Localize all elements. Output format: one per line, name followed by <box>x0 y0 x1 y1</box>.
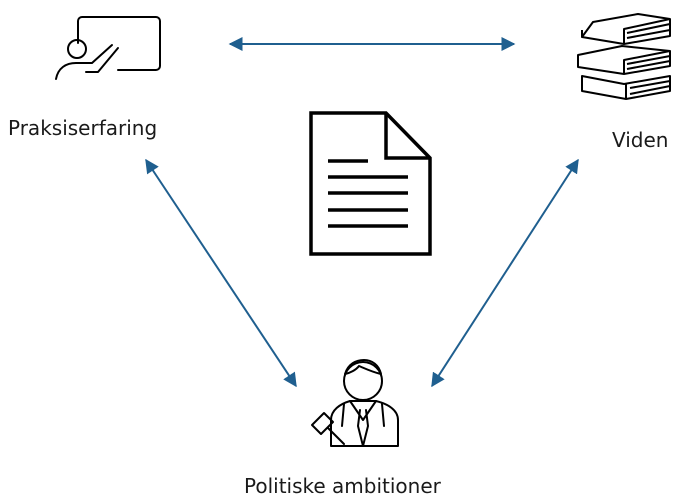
arrow-practice-politics <box>145 158 297 388</box>
practice-label: Praksiserfaring <box>8 116 158 140</box>
stack-of-books-icon <box>577 13 671 100</box>
politics-label: Politiske ambitioner <box>244 474 441 498</box>
knowledge-label: Viden <box>612 128 669 152</box>
document-icon <box>309 111 432 256</box>
teacher-at-board-icon <box>55 16 161 80</box>
judge-with-gavel-icon <box>311 359 399 447</box>
arrow-knowledge-politics <box>431 158 579 388</box>
